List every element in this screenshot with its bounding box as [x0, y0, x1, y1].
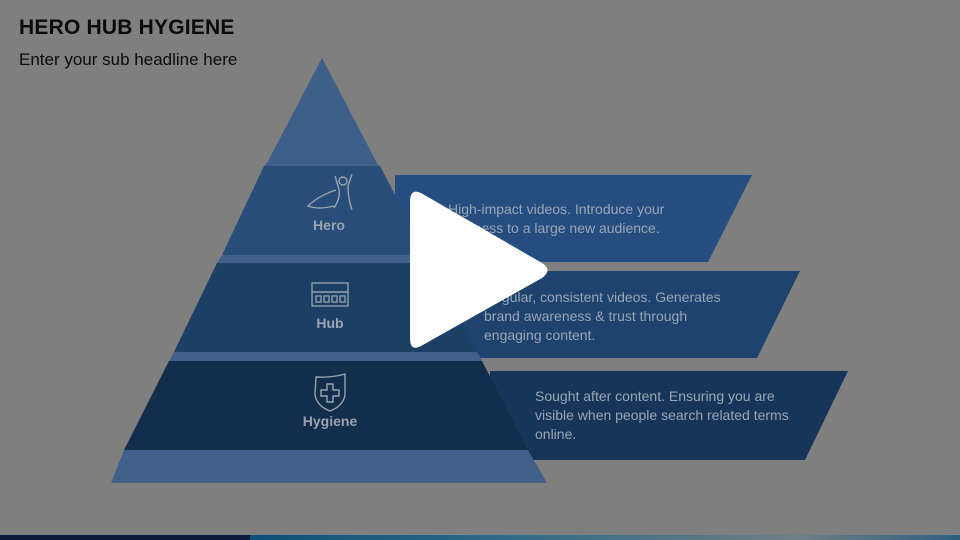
pyramid-level-hub: [174, 263, 477, 352]
play-icon[interactable]: [410, 191, 548, 348]
pyramid-level-hero: [222, 166, 426, 255]
shield-plus-icon: [314, 373, 346, 412]
hygiene-label: Hygiene: [303, 413, 358, 429]
pyramid-gap: [217, 255, 431, 263]
network-switch-icon: [311, 282, 349, 307]
hub-description-banner: [440, 271, 800, 358]
hero-description: High-impact videos. Introduce your busin…: [448, 201, 665, 236]
hero-label: Hero: [313, 217, 345, 233]
footer-bar: [0, 535, 960, 540]
hygiene-description: Sought after content. Ensuring you are v…: [535, 388, 789, 442]
pyramid-level-hygiene: [124, 361, 528, 450]
hygiene-description-banner: [490, 371, 848, 460]
superhero-icon: [306, 173, 353, 211]
pyramid-gap: [169, 352, 482, 361]
hub-description: Regular, consistent videos. Generates br…: [484, 289, 721, 343]
hub-label: Hub: [316, 315, 343, 331]
pyramid-base: [111, 450, 547, 483]
pyramid-gap: [264, 163, 380, 166]
slide-title: HERO HUB HYGIENE: [19, 16, 235, 39]
slide-subtitle: Enter your sub headline here: [19, 50, 238, 69]
pyramid-apex: [267, 58, 377, 163]
